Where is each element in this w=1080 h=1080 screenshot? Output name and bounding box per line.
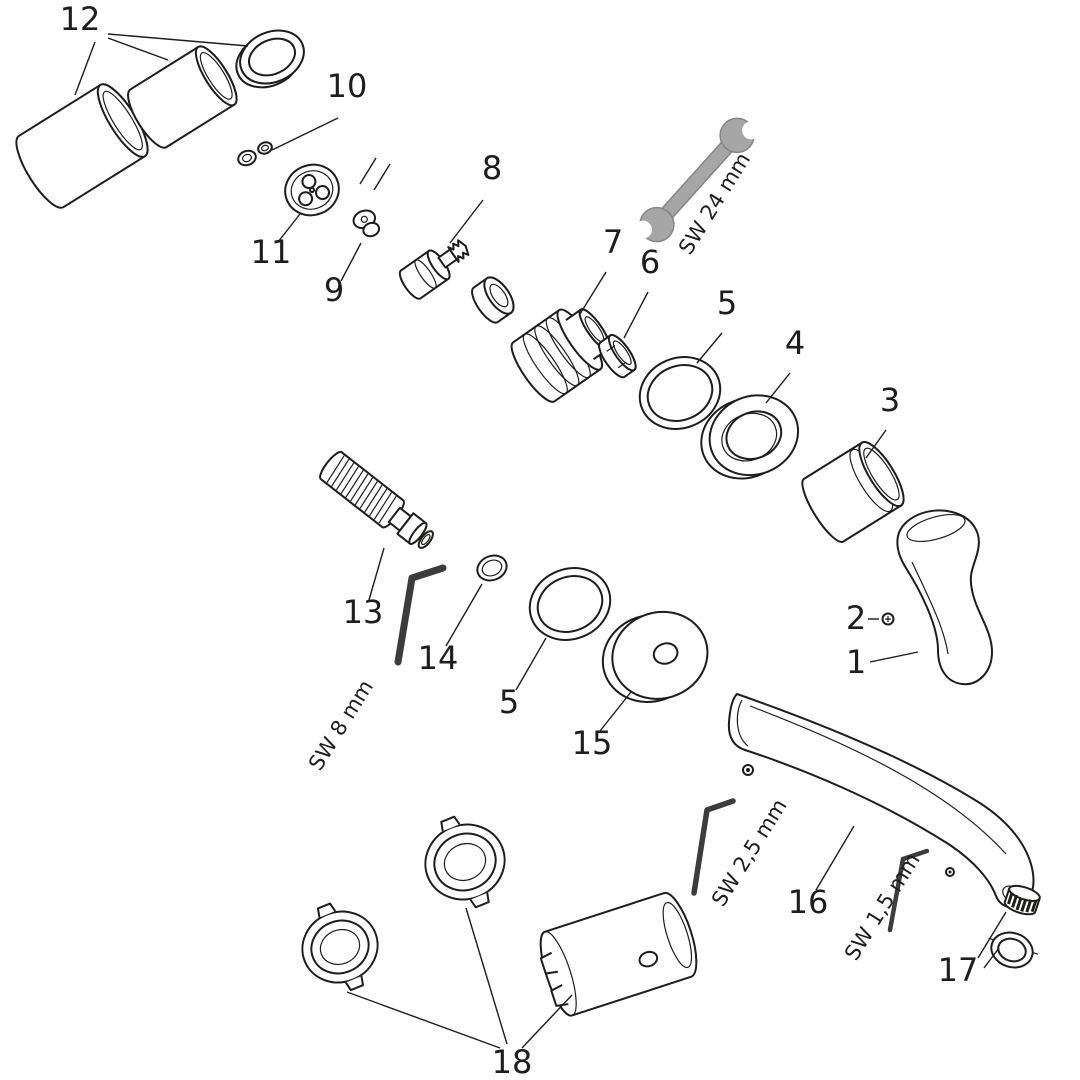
- grub-screw: [742, 764, 754, 776]
- callout-2: 2: [846, 599, 866, 637]
- leader-3: [865, 429, 887, 459]
- part-2-screw: [881, 612, 895, 626]
- callout-4: 4: [785, 324, 805, 362]
- leader-11: [277, 213, 301, 243]
- tool-label-sw25: SW 2,5 mm: [707, 795, 792, 911]
- part-5a-seal-ring: [638, 356, 722, 430]
- leader-7: [579, 271, 607, 315]
- part-11-adapter-disc: [284, 163, 340, 217]
- tool-label-sw15: SW 1,5 mm: [840, 849, 925, 965]
- leader-10: [271, 117, 339, 151]
- part-4-escutcheon-ring: [700, 394, 800, 480]
- part-8-cartridge: [398, 239, 515, 324]
- leader-13: [368, 547, 385, 601]
- leader-16: [815, 825, 855, 891]
- callout-17: 17: [938, 951, 979, 989]
- callout-5a: 5: [717, 284, 737, 322]
- leader-12: [74, 33, 249, 96]
- aerator-screw: [945, 867, 955, 877]
- callout-11: 11: [251, 233, 292, 271]
- callout-12: 12: [60, 0, 101, 38]
- part-12-sleeves: [15, 29, 305, 209]
- part-17-aerator: [988, 884, 1041, 969]
- allen-key-sw25-icon: [691, 798, 736, 896]
- leader-9: [340, 242, 362, 282]
- leader-15: [599, 691, 632, 732]
- part-3-sleeve: [801, 441, 905, 543]
- part-7-body: [510, 308, 611, 403]
- bracket-ticks: [359, 157, 391, 191]
- callout-9: 9: [324, 271, 344, 309]
- callout-15: 15: [572, 724, 613, 762]
- part-15-escutcheon: [601, 610, 709, 703]
- callout-8: 8: [482, 149, 502, 187]
- callout-14: 14: [418, 639, 459, 677]
- leader-5a: [696, 332, 723, 364]
- part-18-protection-set: [301, 815, 698, 1017]
- part-10-washers: [237, 141, 273, 167]
- part-14-ring: [476, 554, 508, 582]
- wrench-icon: [633, 117, 761, 243]
- leader-5b: [515, 637, 547, 691]
- part-5b-seal-ring: [528, 567, 612, 641]
- callout-18: 18: [492, 1043, 533, 1080]
- allen-key-sw15-icon: [887, 848, 930, 933]
- leader-1: [869, 651, 919, 663]
- callout-13: 13: [343, 593, 384, 631]
- part-1-handle: [896, 509, 993, 686]
- part-6-hex-nut: [598, 334, 637, 379]
- leader-8: [449, 199, 484, 244]
- callout-3: 3: [880, 381, 900, 419]
- part-16-spout: [727, 693, 1035, 909]
- leader-17: [977, 911, 1007, 969]
- leader-4: [765, 372, 791, 404]
- callout-16: 16: [788, 883, 829, 921]
- part-9-valve: [352, 209, 381, 238]
- leader-18: [346, 907, 573, 1049]
- callout-5b: 5: [499, 683, 519, 721]
- allen-key-sw8-icon: [394, 564, 447, 666]
- callout-6: 6: [640, 243, 660, 281]
- callout-7: 7: [603, 223, 623, 261]
- leader-14: [445, 583, 483, 647]
- callout-1: 1: [846, 643, 866, 681]
- leader-6: [623, 291, 649, 339]
- callout-10: 10: [327, 67, 368, 105]
- part-13-threaded-connector: [319, 450, 434, 549]
- tool-label-sw8: SW 8 mm: [304, 676, 378, 775]
